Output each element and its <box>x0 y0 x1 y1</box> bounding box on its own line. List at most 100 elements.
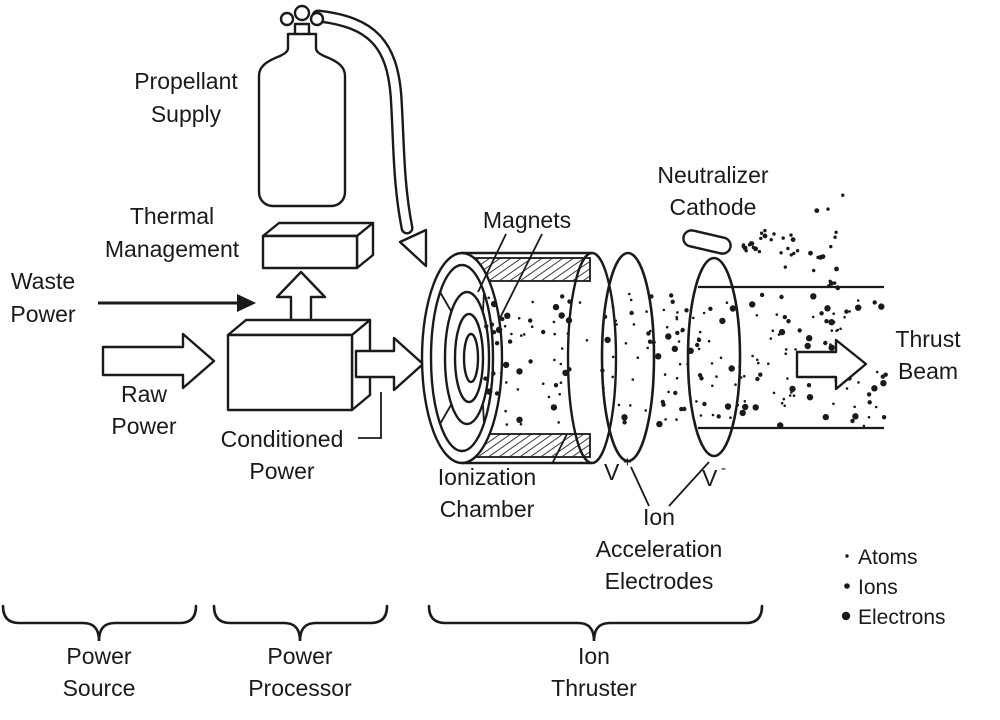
particle-dot <box>552 303 560 311</box>
particle-dot <box>664 418 667 421</box>
propellant-supply-label-line1: Propellant <box>134 68 238 94</box>
thrust-beam-arrow-icon <box>795 338 868 391</box>
brace-power-processor <box>212 604 389 642</box>
particle-legend: Atoms Ions Electrons <box>841 546 946 629</box>
particle-dot <box>789 233 793 237</box>
particle-dot <box>749 301 756 308</box>
particle-dot <box>671 345 678 352</box>
particle-dot <box>675 418 678 421</box>
particle-dot <box>845 387 849 390</box>
particle-dot <box>675 317 679 321</box>
section-power-processor-line1: Power <box>267 643 333 669</box>
particle-dot <box>783 404 786 408</box>
particle-dot <box>645 310 648 313</box>
feed-pipe-inner <box>313 11 412 233</box>
particle-dot <box>528 359 533 364</box>
section-power-source-line1: Power <box>66 643 132 669</box>
particle-dot <box>516 416 523 423</box>
particle-dot <box>483 376 488 381</box>
particle-dot <box>756 358 759 362</box>
particle-dot <box>794 348 797 351</box>
particle-dot <box>523 333 526 336</box>
particle-dot <box>839 327 842 331</box>
section-power-source-line2: Source <box>63 675 136 701</box>
particle-dot <box>660 399 665 405</box>
thermal-management-label-line1: Thermal <box>130 203 214 229</box>
particle-dot <box>769 238 773 242</box>
particle-dot <box>792 394 796 398</box>
particle-dot <box>490 300 498 308</box>
particle-dot <box>790 237 796 243</box>
beam-particles <box>600 292 888 429</box>
particle-dot <box>663 373 667 376</box>
particle-dot <box>716 414 721 419</box>
particle-dot <box>611 375 614 379</box>
particle-dot <box>812 268 816 273</box>
particle-dot <box>602 314 608 319</box>
legend-label-atoms: Atoms <box>858 546 918 569</box>
particle-dot <box>680 329 684 333</box>
particle-dot <box>611 355 615 359</box>
propellant-feed-pipe <box>311 9 428 268</box>
particle-dot <box>867 400 872 405</box>
particle-dot <box>677 340 681 343</box>
ion-accel-label-line2: Acceleration <box>596 536 723 562</box>
particle-dot <box>759 231 764 235</box>
particle-dot <box>614 319 617 323</box>
particle-dot <box>833 235 837 239</box>
particle-dot <box>519 422 523 426</box>
feed-pipe-arrowhead-icon <box>398 228 428 268</box>
electron-dot-icon <box>841 611 851 621</box>
particle-dot <box>769 337 773 340</box>
waste-power-label-line1: Waste <box>11 268 75 294</box>
particle-dot <box>862 424 866 428</box>
particle-dot <box>810 293 817 300</box>
particle-dot <box>771 329 775 333</box>
particle-dot <box>520 334 523 337</box>
electrode-leader-right <box>668 461 710 507</box>
particle-dot <box>824 319 829 324</box>
v-plus-superscript: + <box>623 454 632 471</box>
propellant-supply-label-line2: Supply <box>151 101 222 127</box>
ionization-chamber-ring-inner <box>462 332 480 384</box>
processor-box-front <box>226 333 354 412</box>
particle-dot <box>797 328 802 333</box>
particle-dot <box>667 390 670 394</box>
particle-dot <box>832 312 835 316</box>
particle-dot <box>833 281 837 285</box>
legend-label-electrons: Electrons <box>858 606 946 629</box>
particle-dot <box>665 333 672 340</box>
v-minus-label: V <box>702 465 718 491</box>
particle-dot <box>758 372 763 377</box>
particle-dot <box>828 344 835 351</box>
particle-dot <box>669 293 674 298</box>
particle-dot <box>741 244 745 248</box>
particle-dot <box>788 394 792 397</box>
particle-dot <box>759 236 763 241</box>
waste-arrow-head-icon <box>237 294 256 312</box>
particle-dot <box>782 314 787 320</box>
particle-dot <box>702 311 706 315</box>
particle-dot <box>649 294 654 299</box>
particle-dot <box>662 308 666 312</box>
particle-dot <box>621 414 628 421</box>
particle-dot <box>604 336 611 344</box>
particle-dot <box>872 300 877 305</box>
particle-dot <box>795 249 800 253</box>
particle-dot <box>824 305 831 312</box>
conditioned-power-arrow-icon <box>354 336 425 392</box>
particle-dot <box>835 285 841 291</box>
particle-dot <box>510 332 513 336</box>
particle-dot <box>550 404 558 411</box>
particle-dot <box>757 249 762 254</box>
particle-dot <box>698 330 702 334</box>
particle-dot <box>655 353 662 360</box>
particle-dot <box>743 400 747 403</box>
particle-dot <box>695 342 700 348</box>
raw-power-label-line1: Raw <box>121 381 167 407</box>
particle-dot <box>814 208 820 214</box>
electrode-disc-negative <box>686 256 742 458</box>
chamber-spoke <box>439 291 452 312</box>
